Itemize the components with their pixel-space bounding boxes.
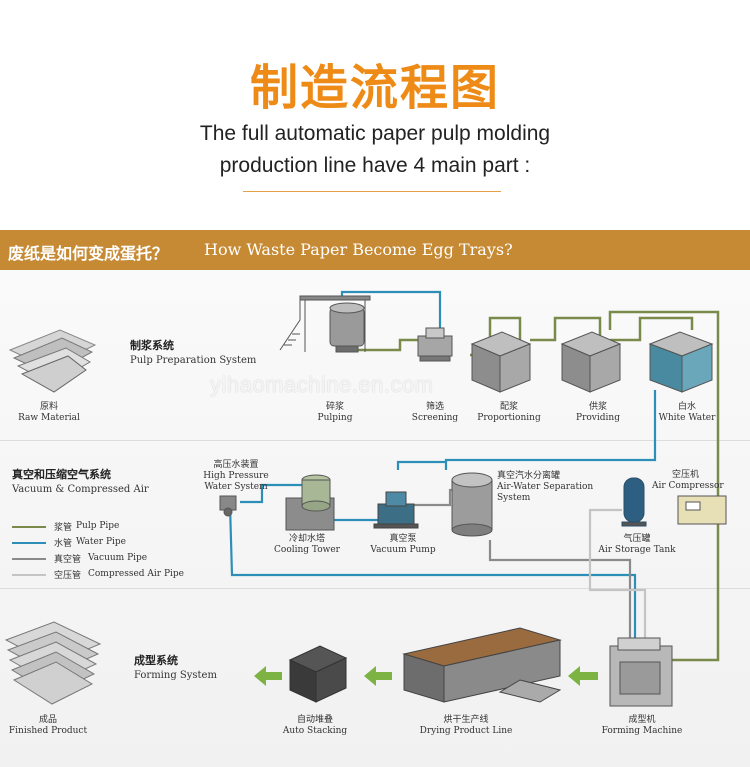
label-vacuum-pump: 真空泵 Vacuum Pump — [370, 534, 436, 555]
flow-arrows — [254, 666, 598, 686]
legend-swatch — [12, 542, 46, 544]
label-pulping: 碎浆 Pulping — [317, 402, 353, 423]
raw-material-icon — [8, 329, 97, 393]
section-vacuum: 真空和压缩空气系统 Vacuum & Compressed Air — [12, 468, 149, 495]
water-pipe — [444, 390, 657, 470]
screening-machine-icon — [417, 327, 453, 362]
water-pipe — [240, 483, 305, 504]
section-pulp: 制浆系统 Pulp Preparation System — [130, 339, 257, 366]
drying-line-icon — [402, 627, 562, 703]
label-air-compressor: 空压机 Air Compressor — [652, 470, 724, 491]
pulp-pipe — [530, 316, 602, 345]
legend-item: 水管 Water Pipe — [12, 536, 202, 552]
label-white-water: 白水 White Water — [658, 402, 716, 423]
vacuum-pump-icon — [373, 491, 419, 529]
vacuum-pipe — [488, 540, 632, 640]
auto-stacking-icon — [288, 645, 348, 703]
water-pipe — [228, 504, 637, 640]
high-pressure-water-icon — [219, 495, 237, 517]
legend-item: 真空管 Vacuum Pipe — [12, 552, 202, 568]
label-high-pressure: 高压水装置 High Pressure Water System — [203, 460, 269, 492]
section-forming: 成型系统 Forming System — [134, 654, 217, 681]
legend-item: 空压管 Compressed Air Pipe — [12, 568, 202, 584]
page-title: 制造流程图 — [249, 60, 500, 116]
white-water-tank-icon — [648, 331, 714, 393]
banner-title-en: How Waste Paper Become Egg Trays? — [204, 240, 513, 259]
providing-tank-icon — [560, 331, 622, 393]
label-finished: 成品 Finished Product — [8, 715, 88, 736]
legend-item: 浆管 Pulp Pipe — [12, 520, 202, 536]
label-forming-machine: 成型机 Forming Machine — [601, 715, 683, 736]
compressed-air-pipe — [588, 508, 647, 640]
air-storage-tank-icon — [621, 477, 647, 527]
flow-arrow-icon — [364, 666, 392, 686]
label-drying: 烘干生产线 Drying Product Line — [419, 715, 513, 736]
label-air-tank: 气压罐 Air Storage Tank — [598, 534, 676, 555]
watermark: yihaomachine.en.com — [210, 372, 434, 397]
label-providing: 供浆 Providing — [576, 402, 620, 423]
label-cooling-tower: 冷却水塔 Cooling Tower — [274, 534, 340, 555]
water-pipe — [396, 460, 446, 470]
flow-arrow-icon — [254, 666, 282, 686]
band-divider — [0, 440, 750, 441]
label-auto-stacking: 自动堆叠 Auto Stacking — [282, 715, 348, 736]
subtitle-line-2: production line have 4 main part : — [219, 154, 531, 177]
flow-arrow-icon — [568, 666, 598, 686]
cooling-tower-icon — [285, 474, 335, 531]
pipe-legend: 浆管 Pulp Pipe 水管 Water Pipe 真空管 Vacuum Pi… — [12, 520, 202, 584]
pulp-pipe — [608, 310, 720, 662]
separation-tank-icon — [451, 472, 493, 537]
proportioning-tank-icon — [470, 331, 532, 393]
label-raw-material: 原料 Raw Material — [18, 402, 80, 423]
forming-machine-icon — [609, 637, 673, 707]
air-compressor-icon — [677, 495, 727, 525]
subtitle-line-1: The full automatic paper pulp molding — [199, 122, 551, 145]
pulp-pipe — [350, 338, 430, 352]
label-separation: 真空汽水分离罐 Air-Water Separation System — [497, 471, 594, 503]
pulp-pipe — [610, 316, 694, 342]
legend-swatch — [12, 526, 46, 528]
banner: 废纸是如何变成蛋托？ How Waste Paper Become Egg Tr… — [0, 230, 750, 270]
egg-trays-icon — [4, 621, 102, 705]
legend-swatch — [12, 558, 46, 560]
label-screening: 筛选 Screening — [411, 402, 459, 423]
band-divider — [0, 588, 750, 589]
label-proportioning: 配浆 Proportioning — [477, 402, 541, 423]
pulping-machine-icon — [279, 295, 371, 353]
banner-title-cn: 废纸是如何变成蛋托？ — [8, 244, 169, 263]
legend-swatch — [12, 574, 46, 576]
header-divider — [243, 191, 501, 192]
